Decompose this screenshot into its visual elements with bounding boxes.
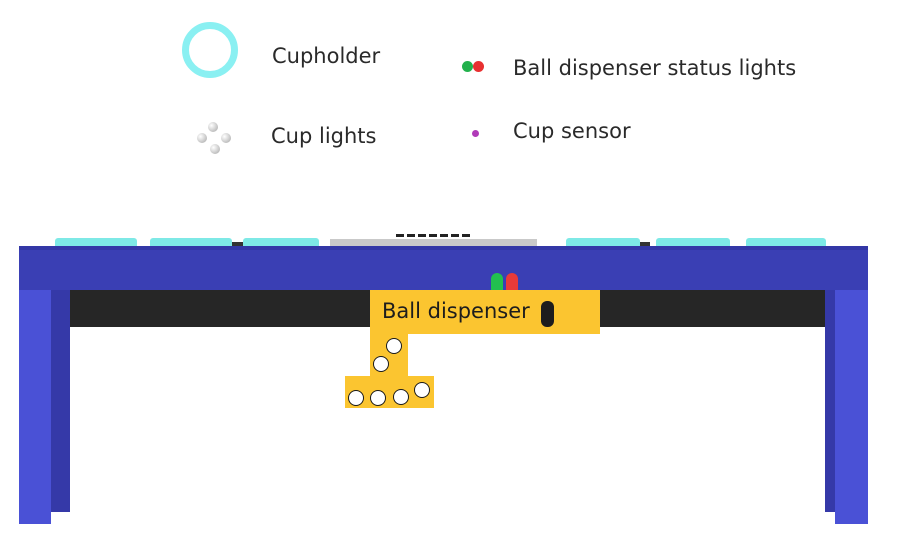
cupholder [55, 238, 137, 248]
cup-divider [640, 242, 650, 247]
cup-lights-swatch-icon [193, 120, 237, 156]
table-top-edge [19, 246, 868, 252]
legend: Cupholder Ball dispenser status lights C… [0, 0, 913, 170]
cup-lights-legend-label: Cup lights [271, 124, 377, 148]
cupholder [150, 238, 232, 248]
table-leg-left [19, 290, 51, 524]
ball [348, 390, 364, 406]
ball [373, 356, 389, 372]
cup-sensor-slot-icon [541, 301, 554, 327]
cupholder-swatch-icon [182, 22, 238, 78]
ball-dispenser-panel [370, 290, 600, 334]
cupholder [656, 238, 730, 248]
ball-dispenser-label: Ball dispenser [382, 299, 530, 323]
cup-sensor-swatch-icon [472, 130, 479, 137]
cupholder [746, 238, 826, 248]
table-leg-right [835, 290, 868, 524]
center-display [330, 239, 537, 249]
ball [370, 390, 386, 406]
status-lights-swatch-icon [462, 60, 488, 72]
cupholder [243, 238, 319, 248]
ball [414, 382, 430, 398]
center-display-marks [396, 234, 470, 237]
cup-sensor-legend-label: Cup sensor [513, 119, 631, 143]
status-light-green-icon [491, 273, 503, 290]
cupholder-legend-label: Cupholder [272, 44, 381, 68]
cup-divider [232, 242, 243, 247]
table-top [19, 250, 868, 290]
cupholder [566, 238, 640, 248]
ball [393, 389, 409, 405]
table-leg-left-back [50, 290, 70, 512]
status-light-red-icon [506, 273, 518, 290]
table-leg-right-back [825, 290, 837, 512]
ball [386, 338, 402, 354]
status-lights-legend-label: Ball dispenser status lights [513, 56, 797, 80]
